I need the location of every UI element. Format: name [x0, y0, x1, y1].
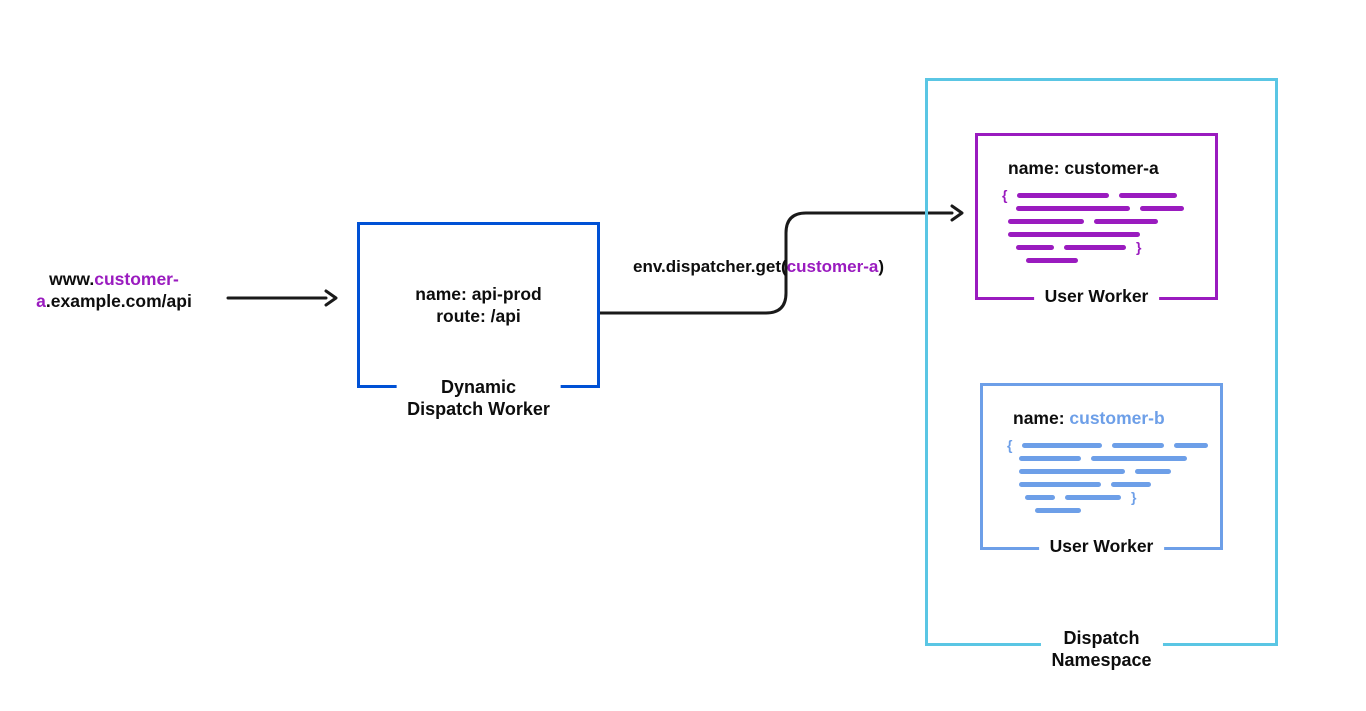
call-suffix: ) — [878, 257, 884, 276]
code-line — [1026, 257, 1215, 264]
code-line — [1035, 507, 1220, 514]
code-line: { — [1007, 437, 1220, 453]
url-customer-part: a — [36, 291, 46, 311]
namespace-caption: Dispatch Namespace — [1040, 627, 1163, 671]
url-part: .example.com/api — [45, 291, 192, 311]
open-brace: { — [1007, 437, 1013, 453]
worker-b-code-snippet-icon: { } — [1007, 437, 1220, 514]
dispatch-worker-name: name: api-prod — [415, 284, 542, 304]
caption-line: Dispatch Worker — [407, 399, 550, 419]
worker-b-caption: User Worker — [1038, 535, 1165, 557]
code-line — [1008, 231, 1215, 238]
worker-b-name-value: customer-b — [1069, 408, 1165, 428]
code-line: } — [1016, 239, 1215, 255]
call-argument: customer-a — [786, 257, 879, 276]
caption-line: Namespace — [1051, 650, 1152, 670]
call-prefix: env.dispatcher.get( — [633, 257, 787, 276]
dispatch-namespace-box: Dispatch Namespace — [925, 78, 1278, 671]
dispatch-worker-route: route: /api — [436, 306, 521, 326]
worker-a-name-text: name: customer-a — [1008, 158, 1159, 178]
close-brace: } — [1131, 489, 1137, 505]
worker-b-name: name: customer-b — [1013, 408, 1220, 429]
code-line — [1016, 205, 1215, 212]
close-brace: } — [1136, 239, 1142, 255]
worker-b-name-prefix: name: — [1013, 408, 1070, 428]
caption-line: Dynamic — [440, 377, 517, 397]
code-line — [1019, 481, 1220, 488]
dispatcher-call-label: env.dispatcher.get(customer-a) — [633, 257, 884, 277]
caption-line: Dispatch — [1063, 628, 1140, 648]
user-worker-b-box: name: customer-b { } User Worker — [980, 383, 1223, 557]
worker-a-code-snippet-icon: { } — [1002, 187, 1215, 264]
worker-a-caption: User Worker — [1033, 285, 1160, 307]
code-line: { — [1002, 187, 1215, 203]
url-part: www. — [49, 269, 95, 289]
code-line — [1019, 455, 1220, 462]
request-url: www.customer- a.example.com/api — [10, 268, 218, 312]
code-line — [1019, 468, 1220, 475]
code-line — [1008, 218, 1215, 225]
url-customer-part: customer- — [94, 269, 179, 289]
user-worker-a-box: name: customer-a { } User Worker — [975, 133, 1218, 307]
dynamic-dispatch-worker-box: name: api-prod route: /api Dynamic Dispa… — [357, 222, 600, 420]
worker-a-name: name: customer-a — [1008, 158, 1215, 179]
code-line: } — [1025, 489, 1220, 505]
dispatch-worker-details: name: api-prod route: /api — [360, 225, 597, 385]
dispatch-worker-caption: Dynamic Dispatch Worker — [396, 376, 561, 420]
open-brace: { — [1002, 187, 1008, 203]
